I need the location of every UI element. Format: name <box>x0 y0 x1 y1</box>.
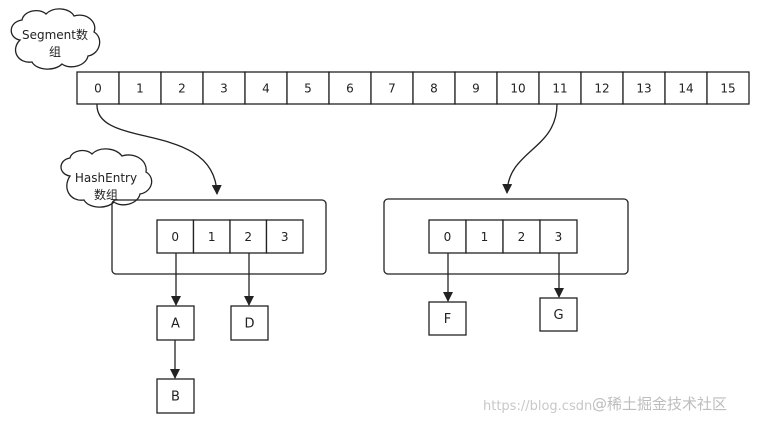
segment-cell-6: 6 <box>328 71 372 105</box>
hashentry-cloud-text-1: HashEntry <box>75 171 137 185</box>
segment-cell-10: 10 <box>496 71 540 105</box>
node-G: G <box>539 297 578 332</box>
node-D: D <box>230 305 269 341</box>
segment-cell-4: 4 <box>244 71 288 105</box>
hashentry-left-cell-label: 0 <box>171 230 179 244</box>
segment-cell-label: 2 <box>178 82 186 96</box>
segment-cell-label: 7 <box>388 82 396 96</box>
watermark: https://blog.csdn. @稀土掘金技术社区 <box>483 395 727 414</box>
segment-cell-label: 3 <box>220 82 228 96</box>
segment-cell-label: 13 <box>636 82 651 96</box>
segment-cell-0: 0 <box>76 71 120 105</box>
node-D-label: D <box>244 317 254 332</box>
segment-cell-1: 1 <box>118 71 162 105</box>
segment-cell-label: 0 <box>94 82 102 96</box>
segment-cell-11: 11 <box>538 71 582 105</box>
segment-cell-2: 2 <box>160 71 204 105</box>
watermark-url: https://blog.csdn. <box>483 399 596 414</box>
segment-cell-15: 15 <box>706 71 750 105</box>
segment-cell-5: 5 <box>286 71 330 105</box>
hashentry-left-cell-2: 2 <box>229 219 268 254</box>
segment-cell-label: 14 <box>678 82 693 96</box>
segment-cell-label: 15 <box>720 82 735 96</box>
segment-cell-label: 9 <box>472 82 480 96</box>
segment-cloud-text-2: 组 <box>49 45 61 59</box>
node-G-label: G <box>553 308 563 323</box>
hashentry-cloud-text-2: 数组 <box>94 187 118 202</box>
hashentry-right-cell-2: 2 <box>502 219 541 254</box>
hashentry-right-cell-3: 3 <box>539 219 578 254</box>
segment-cloud-label: Segment数 组 <box>10 8 101 70</box>
hashentry-right-cell-label: 0 <box>444 230 452 244</box>
hashentry-cloud-shape <box>60 148 153 208</box>
segment-cell-14: 14 <box>664 71 708 105</box>
segment-cell-label: 5 <box>304 82 312 96</box>
hashentry-left-cell-label: 1 <box>208 230 216 244</box>
hashentry-left-cell-1: 1 <box>192 219 231 254</box>
arrow-segment-11-to-right-table <box>502 103 558 194</box>
arrow-segment-0-to-left-table <box>96 103 222 195</box>
node-A-label: A <box>171 317 180 332</box>
hashentry-right-cell-label: 3 <box>555 230 563 244</box>
node-F: F <box>428 301 467 336</box>
segment-cell-7: 7 <box>370 71 414 105</box>
segment-cell-label: 11 <box>552 82 567 96</box>
hashentry-left-cell-label: 2 <box>244 230 252 244</box>
hashentry-cloud-label: HashEntry 数组 <box>60 148 153 208</box>
hashentry-container-left <box>111 199 327 275</box>
segment-cell-label: 4 <box>262 82 270 96</box>
node-F-label: F <box>444 312 451 327</box>
segment-cell-label: 1 <box>136 82 144 96</box>
hashentry-right-cell-1: 1 <box>465 219 504 254</box>
segment-cell-label: 12 <box>594 82 609 96</box>
hashentry-right-cell-label: 2 <box>518 230 526 244</box>
hashentry-right-cell-label: 1 <box>481 230 489 244</box>
segment-cell-12: 12 <box>580 71 624 105</box>
segment-cell-13: 13 <box>622 71 666 105</box>
hashentry-left-cell-label: 3 <box>281 230 289 244</box>
segment-cell-label: 6 <box>346 82 354 96</box>
hashentry-container-right <box>383 198 629 275</box>
watermark-brand: @稀土掘金技术社区 <box>592 395 727 413</box>
segment-cloud-shape <box>10 8 101 70</box>
node-A: A <box>156 305 195 341</box>
node-B: B <box>156 378 195 414</box>
hashentry-left-cell-0: 0 <box>156 219 195 254</box>
segment-cell-label: 8 <box>430 82 438 96</box>
segment-cell-8: 8 <box>412 71 456 105</box>
segment-cell-label: 10 <box>510 82 525 96</box>
hashentry-left-cell-3: 3 <box>265 219 304 254</box>
segment-cloud-text-1: Segment数 <box>22 27 88 42</box>
segment-cell-3: 3 <box>202 71 246 105</box>
node-B-label: B <box>171 390 180 405</box>
segment-cell-9: 9 <box>454 71 498 105</box>
hashentry-array-left: 0 1 2 3 <box>156 219 304 254</box>
hashentry-right-cell-0: 0 <box>428 219 467 254</box>
hashentry-array-right: 0 1 2 3 <box>428 219 578 254</box>
